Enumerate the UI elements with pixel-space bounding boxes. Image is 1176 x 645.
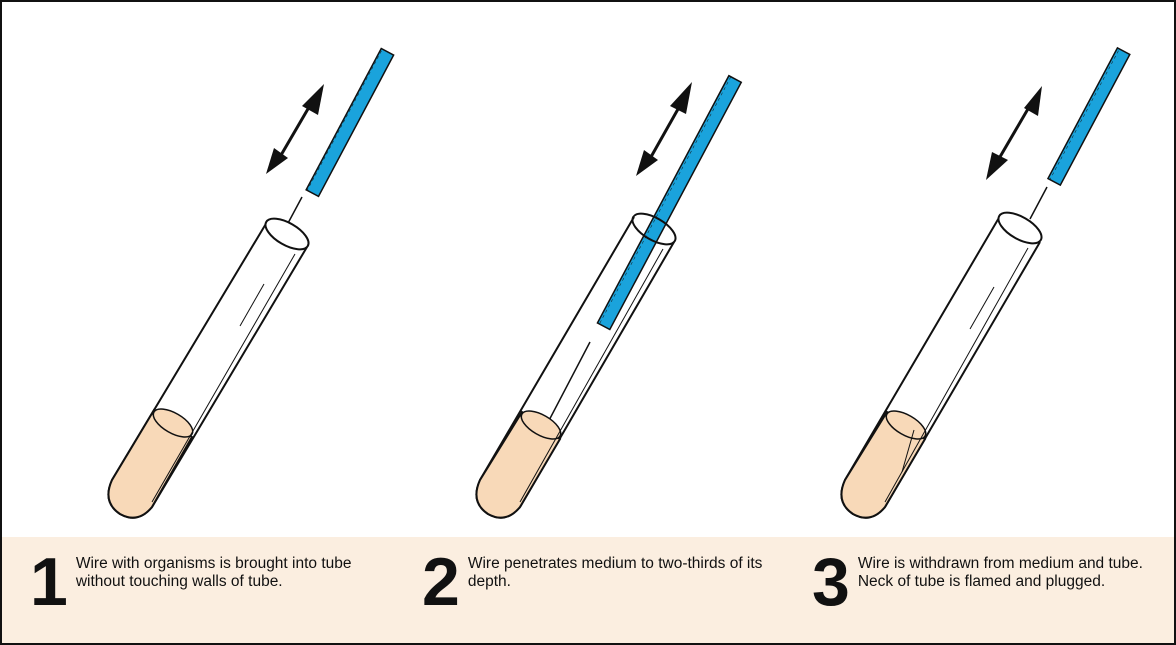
inoculating-wire — [287, 197, 302, 225]
panel-2 — [476, 76, 741, 518]
step-number: 2 — [422, 551, 458, 613]
step-2: 2 Wire penetrates medium to two-thirds o… — [422, 551, 802, 613]
step-3: 3 Wire is withdrawn from medium and tube… — [812, 551, 1172, 613]
test-tube — [108, 212, 313, 517]
inoculating-wire — [1030, 187, 1047, 219]
wire-holder — [306, 49, 393, 197]
caption-bar: 1 Wire with organisms is brought into tu… — [2, 537, 1174, 643]
arrow-up-right-icon — [986, 86, 1042, 180]
panel-1 — [108, 49, 393, 518]
step-number: 1 — [30, 551, 66, 613]
step-description: Wire with organisms is brought into tube… — [76, 551, 366, 591]
test-tube — [841, 206, 1046, 517]
wire-holder — [597, 76, 741, 330]
step-1: 1 Wire with organisms is brought into tu… — [30, 551, 370, 613]
panel-3 — [841, 48, 1129, 518]
arrow-down-left-icon — [266, 84, 324, 174]
step-description: Wire is withdrawn from medium and tube. … — [858, 551, 1168, 591]
step-description: Wire penetrates medium to two-thirds of … — [468, 551, 798, 591]
step-number: 3 — [812, 551, 848, 613]
wire-holder — [1048, 48, 1130, 185]
